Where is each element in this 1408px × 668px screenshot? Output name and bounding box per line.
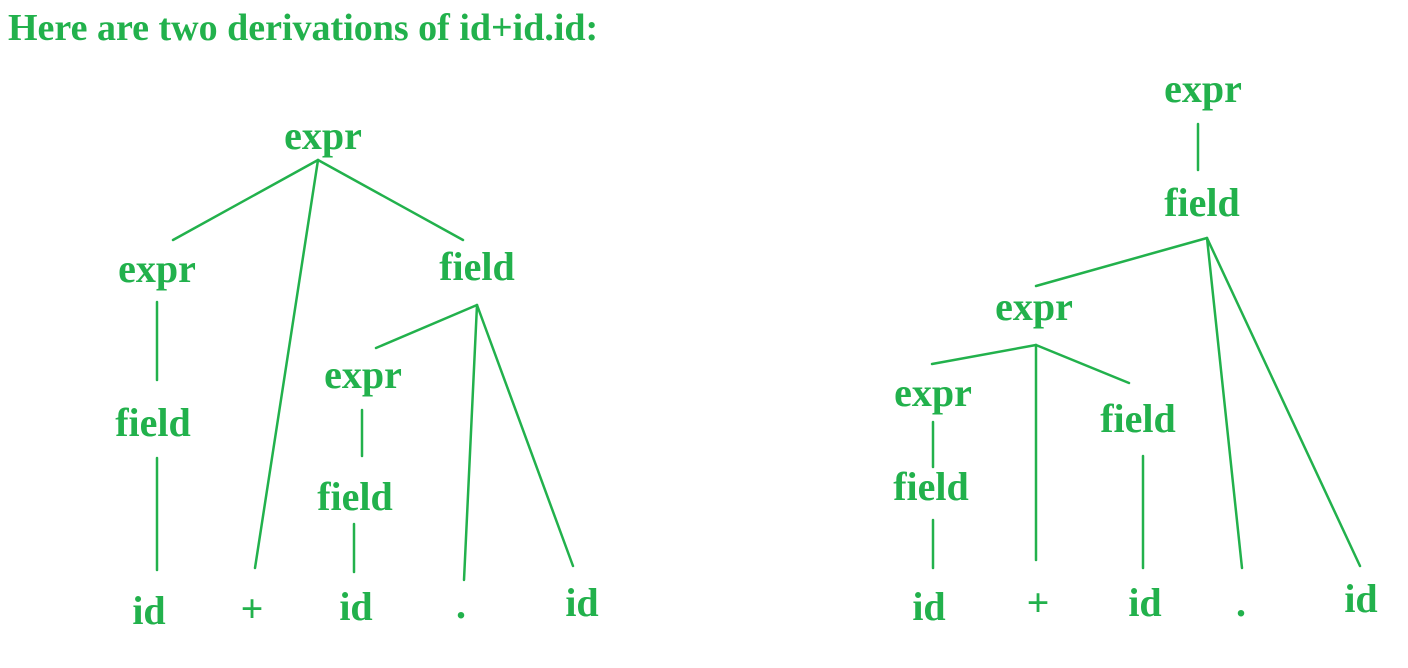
- edge-r-expr-lrfield: [1034, 343, 1131, 385]
- edge-r-expr-llexpr: [930, 343, 1038, 366]
- right-node-expr: expr: [995, 284, 1073, 329]
- right-node-inner-right-id: id: [1128, 580, 1161, 625]
- left-node-root-expr: expr: [284, 113, 362, 158]
- right-node-inner-right-field: field: [1100, 396, 1176, 441]
- right-node-root-expr: expr: [1164, 66, 1242, 111]
- left-node-right-id2: id: [565, 580, 598, 625]
- edge-r-field-expr: [1034, 236, 1209, 288]
- right-node-dot: .: [1236, 580, 1246, 625]
- left-node-plus: +: [241, 586, 264, 631]
- right-node-plus: +: [1027, 580, 1050, 625]
- edge-rfield-rid2: [475, 303, 575, 568]
- edge-rfield-rexpr: [374, 303, 479, 350]
- left-node-right-field2: field: [317, 474, 393, 519]
- left-node-right-expr: expr: [324, 352, 402, 397]
- right-node-inner-expr: expr: [894, 370, 972, 415]
- right-tree-labels: expr field expr expr field id + field id…: [893, 66, 1377, 629]
- right-node-inner-field: field: [893, 464, 969, 509]
- left-tree-edges: [155, 158, 575, 582]
- edge-root-lexpr: [171, 158, 320, 242]
- right-tree-edges: [930, 122, 1362, 570]
- right-node-field: field: [1164, 180, 1240, 225]
- left-node-field: field: [115, 400, 191, 445]
- left-node-right-field: field: [439, 244, 515, 289]
- right-node-outer-id: id: [1344, 576, 1377, 621]
- edge-root-rfield: [316, 158, 465, 242]
- edge-r-field-dot: [1205, 236, 1244, 570]
- left-tree-labels: expr expr field id + field expr field id…: [115, 113, 598, 633]
- edge-rfield-dot: [462, 303, 479, 582]
- left-node-right-id: id: [339, 584, 372, 629]
- edge-root-plus: [253, 158, 320, 570]
- edge-r-field-rid: [1205, 236, 1362, 568]
- left-node-dot: .: [456, 582, 466, 627]
- heading: Here are two derivations of id+id.id:: [8, 7, 598, 49]
- left-node-expr: expr: [118, 246, 196, 291]
- right-node-inner-id: id: [912, 584, 945, 629]
- left-node-id: id: [132, 588, 165, 633]
